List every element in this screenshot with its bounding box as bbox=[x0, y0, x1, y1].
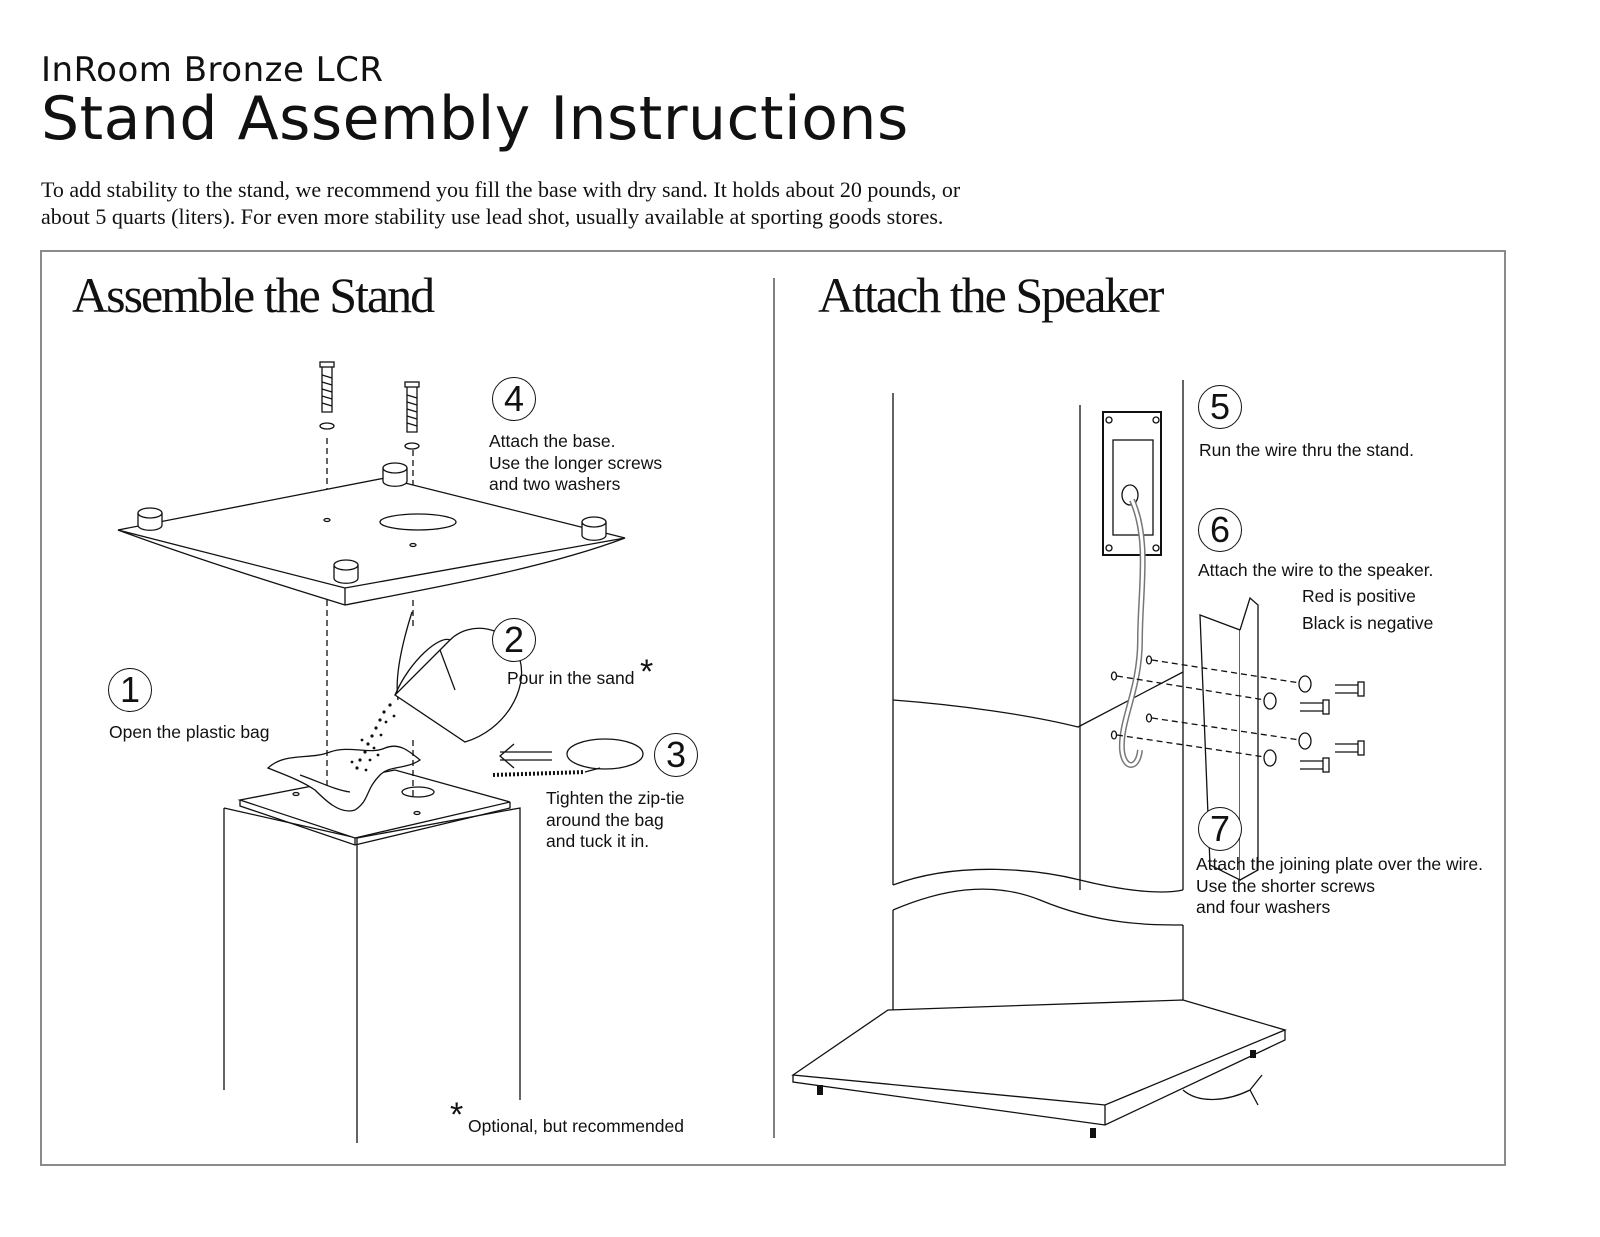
step-number-7: 7 bbox=[1198, 807, 1242, 851]
step-line: Run the wire thru the stand. bbox=[1199, 440, 1414, 460]
step-number-2: 2 bbox=[492, 618, 536, 662]
page-title: Stand Assembly Instructions bbox=[41, 84, 909, 154]
stand-column-illustration bbox=[223, 769, 521, 1143]
zip-tie-illustration bbox=[492, 738, 644, 777]
polarity-positive: Red is positive bbox=[1302, 586, 1416, 606]
step-5-text: Run the wire thru the stand. bbox=[1199, 440, 1414, 462]
step-line: Attach the joining plate over the wire. bbox=[1196, 854, 1483, 874]
step-7-text: Attach the joining plate over the wire. … bbox=[1196, 854, 1483, 919]
step-4-text: Attach the base. Use the longer screws a… bbox=[489, 431, 662, 496]
step-line: Attach the wire to the speaker. bbox=[1198, 560, 1434, 580]
step-line: and four washers bbox=[1196, 897, 1331, 917]
step-line: Use the shorter screws bbox=[1196, 875, 1375, 896]
polarity-negative: Black is negative bbox=[1302, 612, 1434, 633]
long-screw-illustration bbox=[319, 361, 420, 450]
step-line: Open the plastic bag bbox=[109, 722, 270, 742]
speaker-stand-illustration bbox=[791, 380, 1365, 1138]
step-line: Pour in the sand bbox=[507, 668, 635, 688]
intro-line: To add stability to the stand, we recomm… bbox=[41, 177, 961, 202]
sand-particles bbox=[350, 703, 396, 772]
step-line: around the bag bbox=[546, 809, 664, 830]
intro-paragraph: To add stability to the stand, we recomm… bbox=[41, 176, 1141, 230]
product-name: InRoom Bronze LCR bbox=[41, 50, 384, 90]
section-title-attach: Attach the Speaker bbox=[818, 267, 1164, 323]
step-number-5: 5 bbox=[1198, 385, 1242, 429]
step-line: Tighten the zip-tie bbox=[546, 788, 685, 808]
footnote-asterisk: * bbox=[450, 1096, 464, 1134]
step-3-text: Tighten the zip-tie around the bag and t… bbox=[546, 788, 684, 853]
step-line: Attach the base. bbox=[489, 431, 616, 451]
step-6-text: Attach the wire to the speaker. bbox=[1198, 560, 1433, 582]
stand-base-illustration bbox=[117, 462, 626, 606]
step-number-6: 6 bbox=[1198, 508, 1242, 552]
optional-asterisk: * bbox=[640, 653, 654, 691]
sand-cup-illustration bbox=[393, 611, 523, 743]
step-6-polarity: Red is positive Black is negative bbox=[1302, 586, 1433, 634]
step-line: and two washers bbox=[489, 474, 621, 494]
step-line: Use the longer screws bbox=[489, 452, 663, 473]
step-number-3: 3 bbox=[654, 733, 698, 777]
footnote-text: Optional, but recommended bbox=[468, 1116, 684, 1136]
step-2-text: Pour in the sand bbox=[507, 668, 634, 690]
instructions-panel bbox=[40, 250, 1506, 1166]
step-line: and tuck it in. bbox=[546, 831, 650, 851]
intro-line: about 5 quarts (liters). For even more s… bbox=[41, 204, 944, 229]
step-number-4: 4 bbox=[492, 377, 536, 421]
step-number-1: 1 bbox=[108, 668, 152, 712]
section-title-assemble: Assemble the Stand bbox=[72, 267, 435, 323]
step-1-text: Open the plastic bag bbox=[109, 722, 270, 744]
